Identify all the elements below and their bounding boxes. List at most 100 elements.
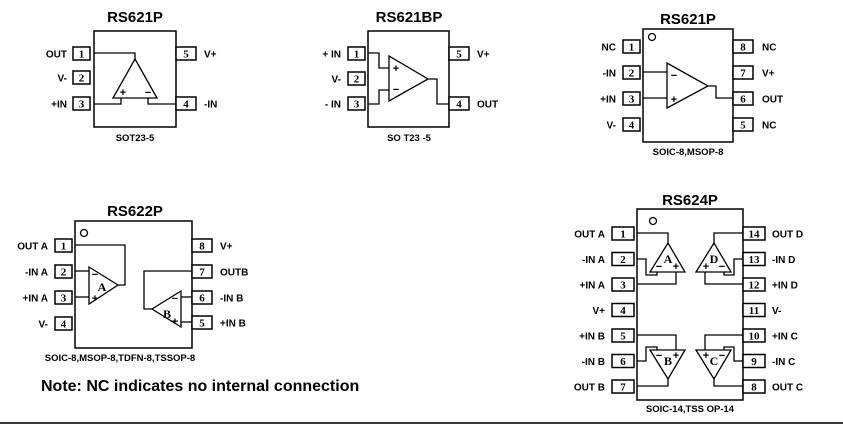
opamp-b-symbol — [150, 289, 182, 329]
pin-label: V- — [332, 75, 341, 86]
pin-4: 4 V- — [39, 316, 73, 331]
opamp-symbol — [388, 54, 430, 103]
pin-number: 2 — [629, 68, 635, 80]
wire-out-c — [713, 379, 743, 387]
opamp-c-symbol — [694, 349, 733, 381]
pin-box — [732, 39, 754, 54]
pin-box — [72, 70, 91, 85]
plus-sign: + — [673, 261, 679, 273]
pin-5: 5 +IN B — [191, 315, 246, 330]
pin-number: 7 — [620, 382, 626, 394]
pin-box — [347, 46, 366, 61]
pin-number: 9 — [751, 356, 757, 368]
pin-box — [732, 117, 754, 132]
pin-number: 4 — [629, 120, 635, 132]
pin-label: OUT C — [772, 383, 803, 394]
pin-label: OUT A — [17, 242, 48, 253]
pin-number: 2 — [620, 254, 626, 266]
pin-3: 3+IN A — [580, 277, 635, 292]
pin-box — [732, 65, 754, 80]
pin-6: 6-IN B — [582, 353, 635, 369]
pin-label: +IN C — [772, 332, 798, 343]
pin-number: 2 — [354, 74, 360, 86]
pin-label: V+ — [592, 306, 605, 317]
pin-label: OUT — [477, 100, 498, 111]
pin-number: 8 — [199, 241, 205, 253]
pin-label: -IN C — [772, 357, 795, 368]
pin-1: 1 + IN — [322, 46, 366, 61]
pin-number: 1 — [61, 241, 67, 253]
pin-number: 5 — [620, 331, 626, 343]
pin-number: 3 — [629, 94, 635, 106]
pin-number: 6 — [740, 94, 746, 106]
pin-box — [611, 251, 635, 267]
pin1-indicator-icon — [647, 32, 657, 42]
pin-number: 1 — [620, 229, 626, 241]
pin-number: 1 — [79, 49, 85, 61]
chip-body — [93, 30, 177, 128]
pin-1: 1 OUT A — [17, 238, 73, 253]
minus-sign: − — [393, 84, 399, 96]
pin-label: NC — [602, 43, 616, 54]
pin-5: 5 +IN B — [579, 328, 635, 343]
pin-number: 1 — [629, 42, 635, 54]
pin-number: 6 — [620, 356, 626, 368]
minus-sign: − — [719, 350, 725, 362]
pin-label: OUT A — [574, 230, 605, 241]
pin-number: 5 — [199, 318, 205, 330]
minus-sign: − — [172, 293, 178, 305]
pin-3: 3 +IN A — [23, 290, 73, 305]
package-title: RS622P — [107, 203, 163, 220]
chip-body — [74, 220, 193, 349]
pin-number: 3 — [79, 99, 85, 111]
pin-number: 1 — [354, 49, 360, 61]
wire-plus-in — [368, 52, 389, 69]
minus-sign: − — [656, 350, 662, 362]
package-rs621p-sot23: RS621P 1 OUT 2 V- 3 +IN 5 V+ 4 -IN — [46, 9, 217, 144]
plus-sign: + — [671, 94, 677, 106]
package-caption: SOIC-8,MSOP-8 — [653, 147, 724, 158]
wire-out — [708, 85, 733, 99]
opamp-symbol — [666, 61, 710, 110]
wire-out — [428, 78, 449, 105]
wire-out — [94, 52, 136, 59]
opamp-b-symbol — [648, 349, 687, 381]
pin-label: V+ — [204, 50, 217, 61]
pin-label: -IN B — [220, 294, 243, 305]
chip-body — [636, 208, 744, 401]
pin-7: 7 OUTB — [191, 264, 248, 279]
pin-number: 10 — [749, 331, 761, 343]
pin-label: +IN B — [579, 332, 605, 343]
wire-minus-in — [368, 89, 389, 105]
pin-number: 4 — [456, 99, 462, 111]
pin-4: 4 V- — [607, 117, 641, 132]
pin-box — [742, 302, 766, 318]
package-caption: SOIC-14,TSS OP-14 — [646, 404, 735, 415]
wire-minus-in — [147, 98, 176, 105]
note-text: Note: NC indicates no internal connectio… — [41, 378, 359, 395]
package-title: RS621BP — [376, 9, 443, 26]
pin-2: 2 V- — [58, 70, 91, 85]
wire-plus-in-d — [704, 272, 743, 285]
package-rs621bp-sot23: RS621BP 1 + IN 2 V- 3 - IN 5 V+ 4 OUT — [322, 9, 498, 144]
package-title: RS624P — [662, 192, 718, 209]
minus-sign: − — [719, 261, 725, 273]
pin-label: V- — [39, 320, 48, 331]
wire-minus-in-a — [637, 258, 658, 276]
chip-body — [642, 28, 734, 143]
pin-number: 4 — [61, 319, 67, 331]
pin-1: 1 OUT — [46, 46, 91, 61]
package-caption: SOT23-5 — [116, 133, 155, 144]
amp-label-c: C — [710, 354, 719, 368]
pin-box — [54, 316, 73, 331]
pin-6: 6 OUT — [732, 91, 783, 106]
wire-out-d — [713, 232, 743, 243]
pin-label: + IN — [322, 50, 341, 61]
pin-13: 13-IN D — [742, 251, 795, 267]
plus-sign: + — [393, 63, 399, 75]
pin-label: -IN A — [25, 268, 48, 279]
minus-sign: − — [145, 87, 151, 99]
pin-box — [622, 91, 641, 106]
